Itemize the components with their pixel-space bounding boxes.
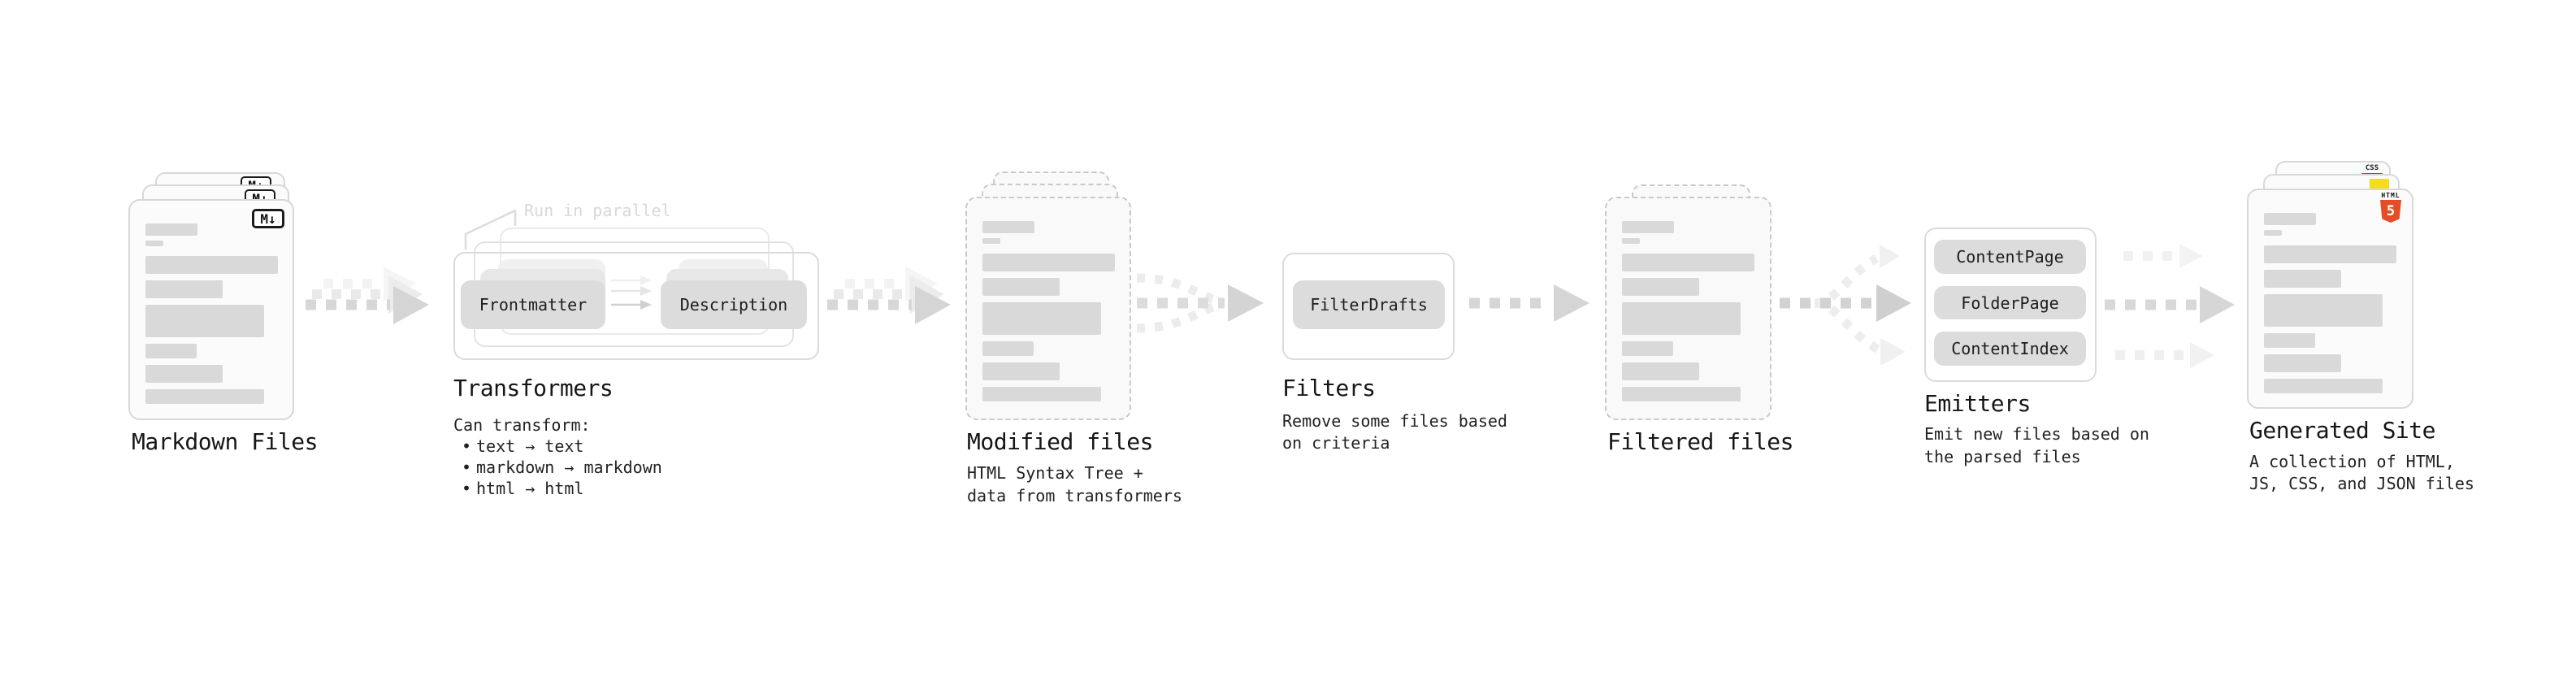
flow-arrow-transformers-to-modified	[827, 267, 951, 324]
folderpage-pill: FolderPage	[1934, 286, 2086, 319]
emitters-description: Emit new files based on the parsed files	[1924, 424, 2149, 466]
placeholder-bar	[145, 365, 223, 383]
modified-files-description: HTML Syntax Tree + data from transformer…	[967, 463, 1182, 505]
filtered-doc-front	[1605, 197, 1772, 420]
placeholder-bar	[1622, 302, 1741, 335]
placeholder-bar	[2264, 213, 2316, 225]
placeholder-bar	[1622, 387, 1741, 401]
bullet-item: • text → text	[453, 436, 662, 457]
placeholder-bar	[145, 305, 264, 337]
placeholder-bar	[982, 221, 1034, 233]
placeholder-bar	[2264, 379, 2383, 393]
placeholder-bar	[2264, 333, 2315, 348]
doc-placeholder-lines	[967, 198, 1130, 401]
placeholder-bar	[1622, 341, 1673, 356]
generated-site-label: Generated Site	[2249, 417, 2436, 444]
flow-arrows-emitters-to-generated	[2105, 244, 2235, 368]
placeholder-bar	[1622, 254, 1754, 271]
flow-arrow-markdown-to-transformers	[306, 267, 429, 324]
flow-arrow-filters-to-filtered	[1469, 284, 1589, 322]
description-pill: Description	[661, 280, 807, 329]
placeholder-bar	[145, 389, 264, 404]
can-transform-title: Can transform:	[453, 415, 591, 435]
placeholder-bar	[145, 280, 223, 298]
bullet-glyph: •	[462, 436, 472, 456]
placeholder-bar	[2264, 245, 2396, 263]
bullet-glyph: •	[462, 458, 472, 477]
transformers-heading: Transformers	[453, 375, 614, 401]
placeholder-bar	[145, 256, 278, 274]
html5-icon: HTML 5	[2377, 192, 2405, 223]
placeholder-bar	[145, 241, 163, 246]
placeholder-bar	[982, 238, 1000, 244]
filters-heading: Filters	[1282, 375, 1376, 401]
run-in-parallel-callout-line	[464, 209, 517, 249]
bullet-item: • html → html	[453, 478, 662, 499]
generated-doc-front: HTML 5	[2247, 189, 2413, 409]
placeholder-bar	[1622, 278, 1699, 296]
placeholder-bar	[982, 302, 1101, 335]
placeholder-bar	[982, 341, 1034, 356]
doc-placeholder-lines	[2249, 190, 2412, 393]
filters-description: Remove some files based on criteria	[1282, 411, 1507, 453]
markdown-icon: M↓	[252, 209, 284, 228]
frontmatter-pill: Frontmatter	[461, 280, 605, 329]
bullet-text: text → text	[476, 436, 584, 456]
placeholder-bar	[2264, 294, 2383, 327]
modified-doc-front	[965, 197, 1131, 420]
fanout-arrow-filtered-to-emitters	[1780, 245, 1911, 366]
merge-arrow-modified-to-filters	[1136, 273, 1264, 333]
contentindex-pill: ContentIndex	[1934, 332, 2086, 366]
emitters-heading: Emitters	[1924, 390, 2031, 417]
bullet-glyph: •	[462, 479, 472, 498]
placeholder-bar	[145, 223, 197, 236]
contentpage-pill: ContentPage	[1934, 240, 2086, 274]
doc-placeholder-lines	[1607, 198, 1770, 401]
modified-files-label: Modified files	[967, 428, 1154, 455]
filterdrafts-pill: FilterDrafts	[1293, 280, 1445, 329]
placeholder-bar	[982, 254, 1115, 271]
transform-step-arrows	[611, 275, 652, 310]
placeholder-bar	[2264, 270, 2341, 288]
placeholder-bar	[982, 278, 1060, 296]
placeholder-bar	[1622, 221, 1674, 233]
markdown-files-label: Markdown Files	[132, 428, 319, 455]
js-icon	[2370, 179, 2389, 189]
bullet-item: • markdown → markdown	[453, 457, 662, 478]
placeholder-bar	[145, 344, 197, 358]
generated-site-description: A collection of HTML, JS, CSS, and JSON …	[2249, 452, 2474, 493]
run-in-parallel-note: Run in parallel	[524, 201, 671, 220]
bullet-text: html → html	[476, 479, 584, 498]
transformers-description: Can transform: • text → text • markdown …	[453, 414, 662, 499]
placeholder-bar	[982, 362, 1060, 380]
placeholder-bar	[1622, 238, 1640, 244]
placeholder-bar	[982, 387, 1101, 401]
markdown-doc-front: M↓	[128, 199, 294, 420]
filtered-files-label: Filtered files	[1607, 428, 1794, 455]
placeholder-bar	[2264, 354, 2341, 372]
bullet-text: markdown → markdown	[476, 458, 662, 477]
doc-placeholder-lines	[130, 201, 293, 404]
placeholder-bar	[2264, 230, 2282, 236]
transformer-card-front	[453, 252, 819, 360]
placeholder-bar	[1622, 362, 1699, 380]
